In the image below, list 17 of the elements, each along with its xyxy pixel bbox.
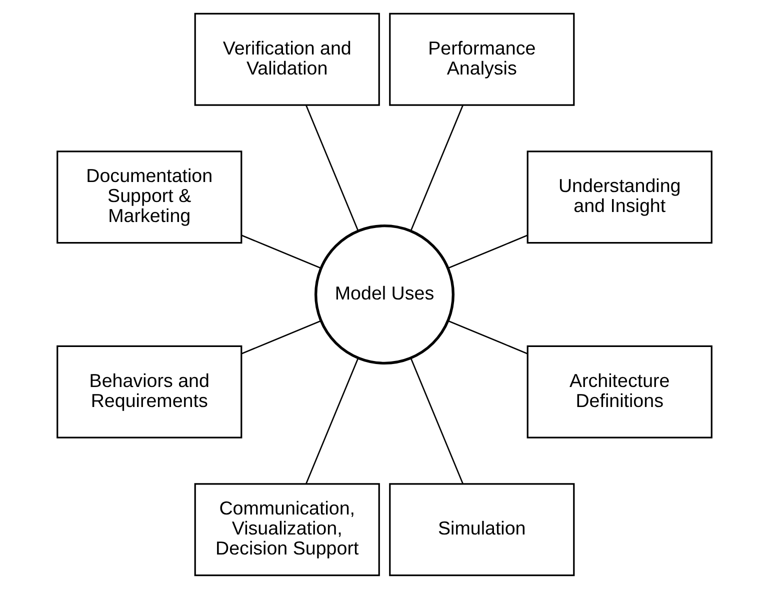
connector [410, 358, 464, 484]
connector [304, 358, 358, 484]
connector [241, 234, 321, 269]
node-box: Behaviors and Requirements [56, 345, 242, 438]
node-box: Documentation Support & Marketing [56, 150, 242, 244]
connector [447, 320, 527, 354]
node-box: Communication, Visualization, Decision Support [194, 483, 380, 576]
node-box: Understanding and Insight [526, 150, 712, 244]
node-box: Simulation [388, 483, 574, 576]
connector [241, 320, 321, 354]
node-box: Architecture Definitions [526, 345, 712, 438]
connector [410, 104, 464, 232]
connector [447, 234, 527, 269]
node-box: Performance Analysis [388, 12, 574, 106]
connector [304, 104, 358, 232]
node-circle: Model Uses [314, 224, 454, 365]
node-box: Verification and Validation [194, 12, 380, 106]
